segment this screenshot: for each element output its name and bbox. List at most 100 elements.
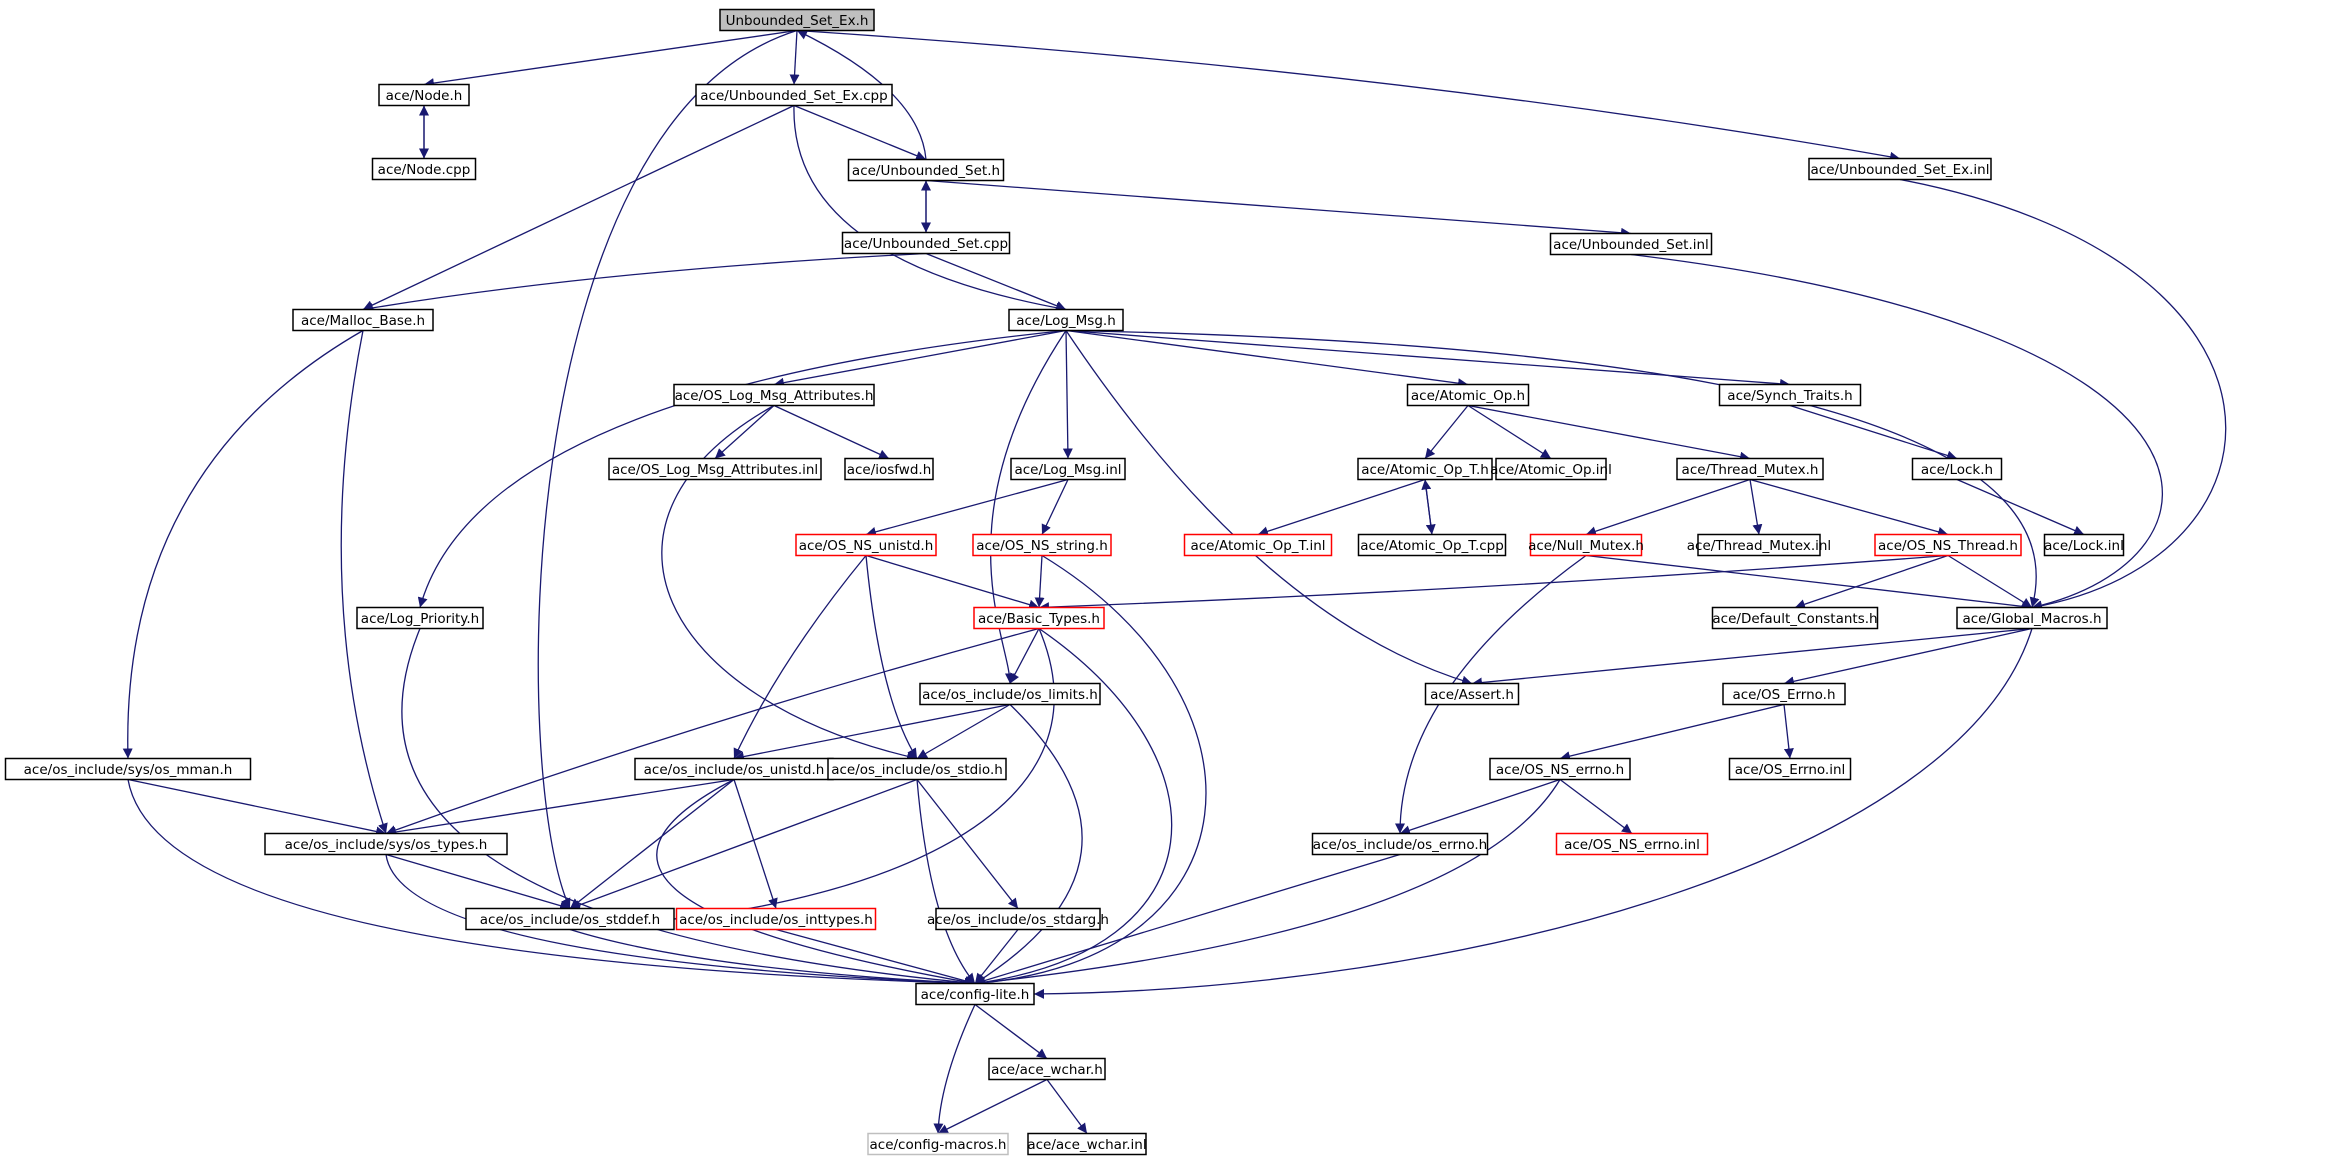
node-box[interactable]: [847, 158, 1005, 182]
node-box[interactable]: [371, 157, 477, 181]
node-n38[interactable]: ace/OS_NS_errno.h: [1489, 757, 1631, 781]
node-box[interactable]: [1676, 457, 1824, 481]
node-box[interactable]: [1010, 457, 1126, 481]
node-box[interactable]: [973, 606, 1105, 630]
node-box[interactable]: [1529, 533, 1643, 557]
node-n5[interactable]: ace/Unbounded_Set.cpp: [841, 231, 1011, 255]
node-n24[interactable]: ace/Null_Mutex.h: [1528, 533, 1644, 557]
node-box[interactable]: [972, 533, 1112, 557]
node-box[interactable]: [1808, 157, 1992, 181]
node-n37[interactable]: ace/os_include/os_stdio.h: [827, 757, 1007, 781]
node-n19[interactable]: ace/Lock.h: [1911, 457, 2003, 481]
node-box[interactable]: [292, 308, 434, 332]
node-box[interactable]: [1008, 308, 1124, 332]
node-box[interactable]: [1489, 757, 1631, 781]
node-n0[interactable]: Unbounded_Set_Ex.h: [719, 8, 875, 32]
node-box[interactable]: [1311, 832, 1489, 856]
node-box[interactable]: [919, 682, 1101, 706]
node-box[interactable]: [1183, 533, 1333, 557]
node-n26[interactable]: ace/OS_NS_Thread.h: [1874, 533, 2022, 557]
node-box[interactable]: [1711, 606, 1879, 630]
node-box[interactable]: [1495, 457, 1607, 481]
node-n44[interactable]: ace/os_include/os_inttypes.h: [675, 907, 877, 931]
node-n6[interactable]: ace/Unbounded_Set_Ex.inl: [1808, 157, 1992, 181]
node-box[interactable]: [1357, 533, 1507, 557]
node-n2[interactable]: ace/Node.cpp: [371, 157, 477, 181]
node-n43[interactable]: ace/os_include/os_stddef.h: [465, 907, 675, 931]
node-box[interactable]: [675, 907, 877, 931]
node-box[interactable]: [1424, 682, 1520, 706]
node-n22[interactable]: ace/Atomic_Op_T.inl: [1183, 533, 1333, 557]
node-box[interactable]: [1357, 457, 1493, 481]
node-box[interactable]: [827, 757, 1007, 781]
node-n7[interactable]: ace/Unbounded_Set.inl: [1549, 232, 1713, 256]
node-n49[interactable]: ace/ace_wchar.inl: [1027, 1132, 1147, 1156]
node-n41[interactable]: ace/os_include/os_errno.h: [1311, 832, 1489, 856]
node-box[interactable]: [264, 832, 508, 856]
node-n29[interactable]: ace/Basic_Types.h: [973, 606, 1105, 630]
node-n33[interactable]: ace/Assert.h: [1424, 682, 1520, 706]
node-n42[interactable]: ace/OS_NS_errno.inl: [1555, 832, 1709, 856]
node-box[interactable]: [1911, 457, 2003, 481]
node-n39[interactable]: ace/OS_Errno.inl: [1728, 757, 1852, 781]
node-n31[interactable]: ace/Global_Macros.h: [1956, 606, 2108, 630]
node-n12[interactable]: ace/Synch_Traits.h: [1718, 383, 1862, 407]
node-n28[interactable]: ace/Log_Priority.h: [356, 606, 484, 630]
node-box[interactable]: [795, 533, 937, 557]
node-n32[interactable]: ace/os_include/os_limits.h: [919, 682, 1101, 706]
node-box[interactable]: [1555, 832, 1709, 856]
node-box[interactable]: [1718, 383, 1862, 407]
node-n35[interactable]: ace/os_include/sys/os_mman.h: [4, 757, 252, 781]
node-n21[interactable]: ace/OS_NS_string.h: [972, 533, 1112, 557]
node-box[interactable]: [1722, 682, 1846, 706]
node-n4[interactable]: ace/Unbounded_Set.h: [847, 158, 1005, 182]
node-n8[interactable]: ace/Malloc_Base.h: [292, 308, 434, 332]
node-box[interactable]: [1728, 757, 1852, 781]
node-box[interactable]: [988, 1057, 1106, 1081]
node-n30[interactable]: ace/Default_Constants.h: [1711, 606, 1879, 630]
node-box[interactable]: [935, 907, 1101, 931]
node-n25[interactable]: ace/Thread_Mutex.inl: [1687, 533, 1831, 557]
node-box[interactable]: [1874, 533, 2022, 557]
node-box[interactable]: [378, 83, 470, 107]
node-n40[interactable]: ace/os_include/sys/os_types.h: [264, 832, 508, 856]
node-box[interactable]: [1406, 383, 1530, 407]
node-box[interactable]: [915, 982, 1035, 1006]
node-box[interactable]: [608, 457, 822, 481]
node-n45[interactable]: ace/os_include/os_stdarg.h: [927, 907, 1109, 931]
node-box[interactable]: [719, 8, 875, 32]
node-box[interactable]: [673, 383, 875, 407]
node-box[interactable]: [1549, 232, 1713, 256]
node-n16[interactable]: ace/Atomic_Op_T.h: [1357, 457, 1493, 481]
node-box[interactable]: [1697, 533, 1821, 557]
node-n17[interactable]: ace/Atomic_Op.inl: [1490, 457, 1612, 481]
node-n20[interactable]: ace/OS_NS_unistd.h: [795, 533, 937, 557]
node-box[interactable]: [2043, 533, 2125, 557]
node-box[interactable]: [465, 907, 675, 931]
node-n48[interactable]: ace/config-macros.h: [867, 1132, 1009, 1156]
node-box[interactable]: [1027, 1132, 1147, 1156]
node-label: ace/Default_Constants.h: [1712, 611, 1877, 627]
node-box[interactable]: [4, 757, 252, 781]
node-n18[interactable]: ace/Thread_Mutex.h: [1676, 457, 1824, 481]
node-n13[interactable]: ace/OS_Log_Msg_Attributes.inl: [608, 457, 822, 481]
node-n1[interactable]: ace/Node.h: [378, 83, 470, 107]
node-n47[interactable]: ace/ace_wchar.h: [988, 1057, 1106, 1081]
node-n11[interactable]: ace/Atomic_Op.h: [1406, 383, 1530, 407]
node-n34[interactable]: ace/OS_Errno.h: [1722, 682, 1846, 706]
node-n23[interactable]: ace/Atomic_Op_T.cpp: [1357, 533, 1507, 557]
node-box[interactable]: [695, 83, 893, 107]
node-n15[interactable]: ace/Log_Msg.inl: [1010, 457, 1126, 481]
node-n36[interactable]: ace/os_include/os_unistd.h: [634, 757, 834, 781]
node-n10[interactable]: ace/OS_Log_Msg_Attributes.h: [673, 383, 875, 407]
node-n46[interactable]: ace/config-lite.h: [915, 982, 1035, 1006]
node-n14[interactable]: ace/iosfwd.h: [844, 457, 934, 481]
node-n27[interactable]: ace/Lock.inl: [2043, 533, 2125, 557]
node-box[interactable]: [356, 606, 484, 630]
node-n3[interactable]: ace/Unbounded_Set_Ex.cpp: [695, 83, 893, 107]
node-box[interactable]: [844, 457, 934, 481]
node-box[interactable]: [867, 1132, 1009, 1156]
node-box[interactable]: [1956, 606, 2108, 630]
node-n9[interactable]: ace/Log_Msg.h: [1008, 308, 1124, 332]
node-box[interactable]: [841, 231, 1011, 255]
